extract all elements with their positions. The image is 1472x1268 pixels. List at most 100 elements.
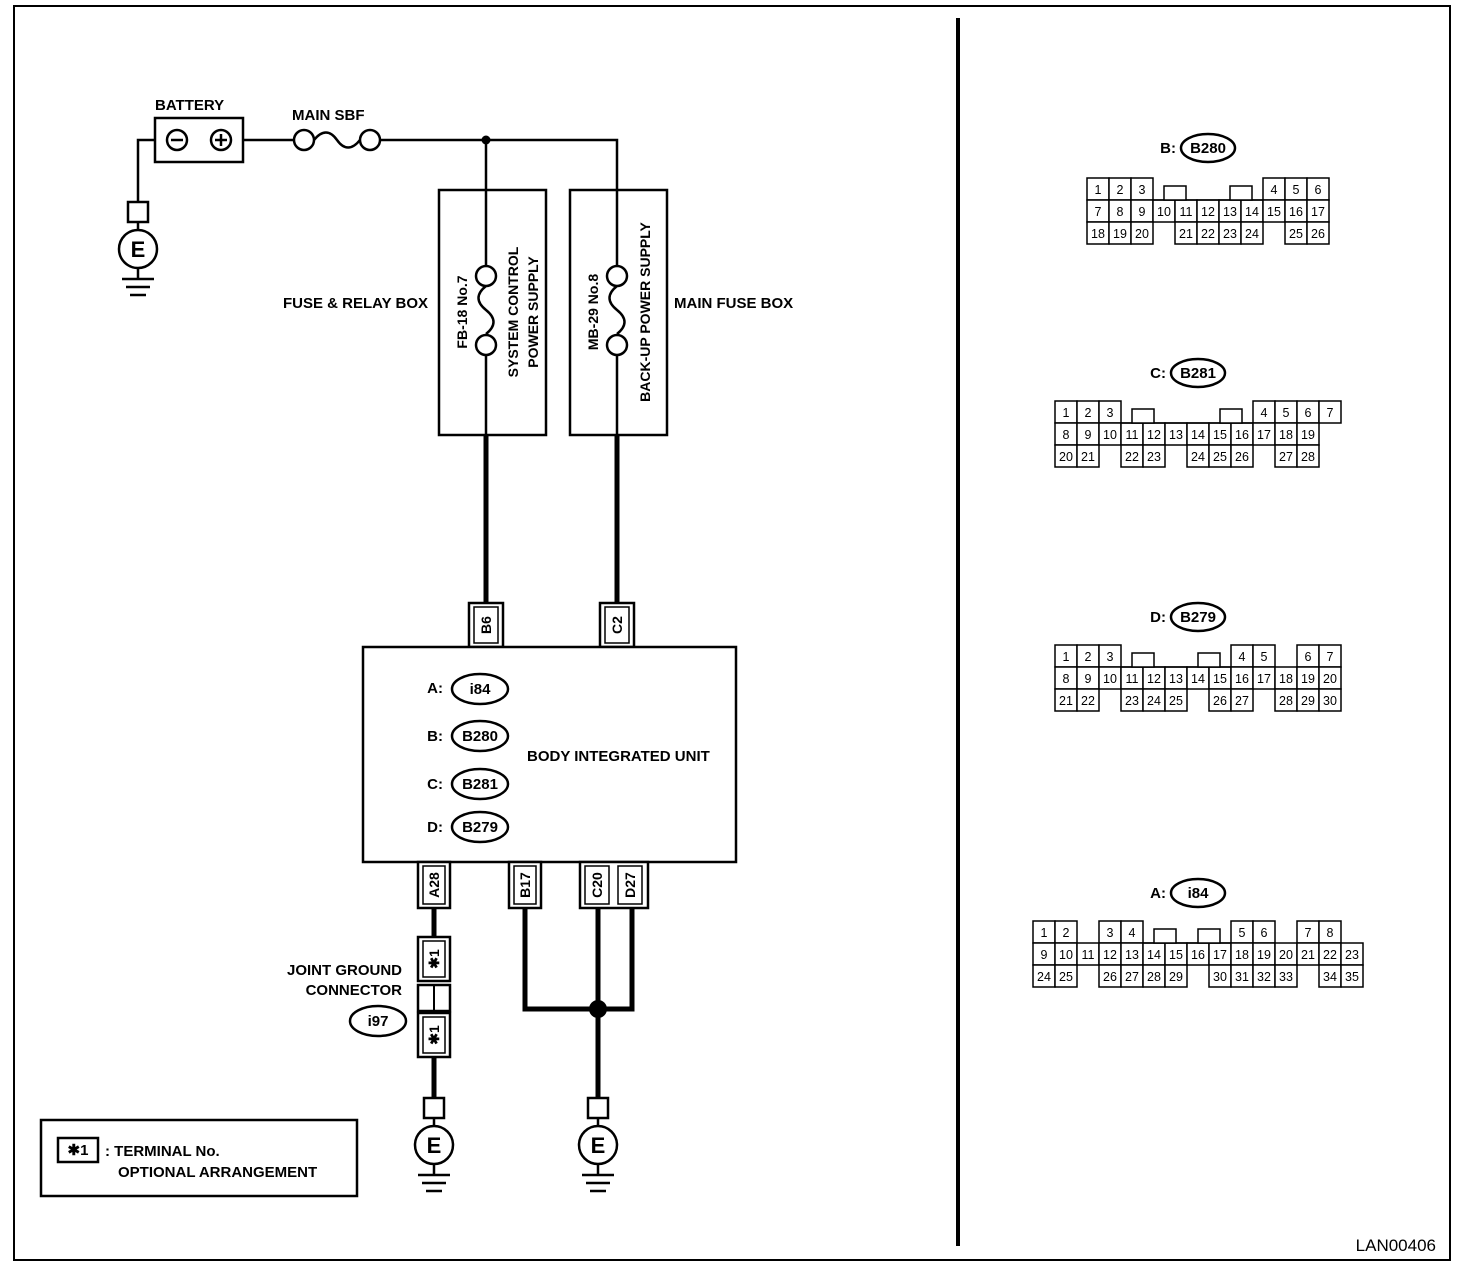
connector-pin-cell (1076, 444, 1100, 468)
terminal-c2: C2 (598, 601, 636, 649)
ground-bus-wire (522, 908, 635, 1012)
connector-pin-number: 14 (1191, 428, 1205, 442)
connector-pin-cell (1164, 964, 1188, 988)
main-bus-wire (380, 138, 619, 190)
connector-badge-b280 (450, 719, 510, 753)
connector-letter-d: D: (427, 819, 443, 836)
connector-pin-cell (1318, 400, 1342, 424)
connector-pin-cell (1054, 964, 1078, 988)
connector-pin-number: 23 (1147, 450, 1161, 464)
connector-pin-number: 2 (1117, 183, 1124, 197)
connector-face-letter: A: (1150, 885, 1166, 902)
connector-face-id: B279 (1180, 609, 1216, 626)
main-sbf-fuse: MAIN SBF (292, 107, 382, 152)
fuse-relay-box: FB-18 No.7 SYSTEM CONTROL POWER SUPPLY (437, 188, 548, 437)
connector-pin-number: 33 (1279, 970, 1293, 984)
connector-pin-number: 28 (1147, 970, 1161, 984)
connector-id-b279: B279 (462, 819, 498, 836)
backup-power-supply-label: BACK-UP POWER SUPPLY (637, 221, 653, 401)
body-integrated-unit: BODY INTEGRATED UNIT A: i84 B: B280 C: B… (361, 645, 738, 864)
ground-symbol-right: E (577, 1096, 619, 1193)
connector-pin-number: 20 (1279, 948, 1293, 962)
connector-pin-number: 12 (1147, 672, 1161, 686)
joint-ground-label-1: JOINT GROUND (287, 962, 402, 979)
connector-pin-number: 17 (1257, 672, 1271, 686)
connector-pin-number: 18 (1279, 672, 1293, 686)
connector-pin-number: 3 (1107, 926, 1114, 940)
terminal-c20-d27: C20 D27 (578, 860, 650, 910)
connector-pin-number: 21 (1059, 694, 1073, 708)
connector-badge-b279 (450, 810, 510, 844)
connector-pin-number: 19 (1301, 428, 1315, 442)
connector-pin-number: 3 (1107, 406, 1114, 420)
connector-pin-number: 16 (1235, 428, 1249, 442)
fuse-icon (605, 264, 629, 288)
connector-pin-number: 26 (1235, 450, 1249, 464)
connector-pin-number: 22 (1081, 694, 1095, 708)
connector-pin-number: 29 (1169, 970, 1183, 984)
connector-pin-number: 20 (1135, 227, 1149, 241)
connector-pin-number: 4 (1271, 183, 1278, 197)
connector-pin-number: 2 (1085, 406, 1092, 420)
connector-pin-number: 9 (1085, 428, 1092, 442)
connector-pin-number: 7 (1095, 205, 1102, 219)
connector-pin-number: 5 (1283, 406, 1290, 420)
connector-pin-cell (1230, 444, 1254, 468)
connector-pin-number: 17 (1213, 948, 1227, 962)
connector-pin-number: 20 (1059, 450, 1073, 464)
terminal-b17: B17 (507, 860, 543, 910)
connector-badge-b281 (450, 767, 510, 801)
connector-pin-number: 27 (1125, 970, 1139, 984)
terminal-label: ✱1 (426, 1025, 442, 1045)
connector-pin-number: 12 (1147, 428, 1161, 442)
connector-pin-number: 13 (1169, 428, 1183, 442)
body-integrated-unit-label: BODY INTEGRATED UNIT (527, 748, 710, 765)
connector-pin-number: 11 (1180, 205, 1193, 219)
connector-face-letter: B: (1160, 140, 1176, 157)
connector-badge-i84 (450, 672, 510, 706)
connector-pin-number: 19 (1301, 672, 1315, 686)
connector-lock-tab (1219, 408, 1243, 424)
terminal-label: C2 (609, 616, 625, 634)
connector-pin-number: 25 (1059, 970, 1073, 984)
connector-lock-tab (1229, 185, 1253, 201)
connector-pin-number: 8 (1063, 428, 1070, 442)
connector-lock-tab (1197, 928, 1221, 944)
terminal-a28: A28 (416, 860, 452, 910)
ground-symbol-left: E (413, 1096, 455, 1193)
connector-pin-cell (1318, 688, 1342, 712)
connector-pin-number: 16 (1235, 672, 1249, 686)
connector-pin-number: 10 (1103, 428, 1117, 442)
connector-pin-number: 21 (1179, 227, 1193, 241)
connector-pin-number: 22 (1125, 450, 1139, 464)
connector-pin-number: 15 (1267, 205, 1281, 219)
connector-pin-number: 7 (1327, 650, 1334, 664)
connector-pin-number: 20 (1323, 672, 1337, 686)
connector-pin-number: 15 (1213, 428, 1227, 442)
connector-pin-number: 7 (1327, 406, 1334, 420)
connector-lock-tab (1131, 408, 1155, 424)
battery-label: BATTERY (155, 97, 224, 114)
connector-pin-number: 23 (1345, 948, 1359, 962)
legend-symbol-box (56, 1136, 100, 1164)
connector-pin-number: 8 (1327, 926, 1334, 940)
connector-pin-number: 26 (1213, 694, 1227, 708)
connector-id-b281: B281 (462, 776, 498, 793)
connector-pin-number: 5 (1261, 650, 1268, 664)
terminal-label: D27 (622, 872, 638, 898)
connector-pin-number: 15 (1169, 948, 1183, 962)
connector-pin-number: 27 (1235, 694, 1249, 708)
connector-face-id: B280 (1190, 140, 1226, 157)
connector-badge-i97 (348, 1004, 408, 1038)
connector-pin-number: 25 (1289, 227, 1303, 241)
connector-pin-number: 23 (1223, 227, 1237, 241)
ground-label: E (131, 237, 146, 262)
joint-ground-connector: ✱1 ✱1 (416, 935, 452, 1059)
connector-pin-number: 24 (1191, 450, 1205, 464)
connector-pin-number: 4 (1129, 926, 1136, 940)
connector-pin-number: 15 (1213, 672, 1227, 686)
connector-pin-number: 1 (1063, 406, 1070, 420)
connector-pin-number: 30 (1213, 970, 1227, 984)
splice-point (481, 135, 491, 145)
